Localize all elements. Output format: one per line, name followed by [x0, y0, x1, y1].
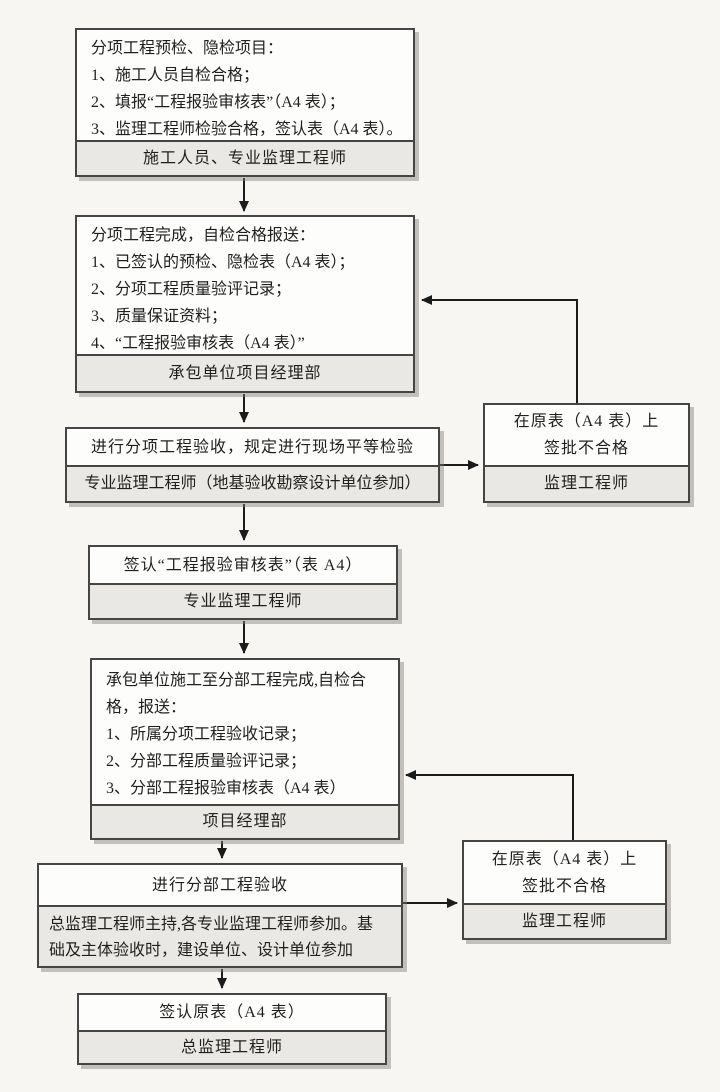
responsible-party-label: 监理工程师 [464, 903, 665, 938]
text-line: 分项工程预检、隐检项目： [91, 40, 284, 57]
step-subdivision-completion-report: 承包单位施工至分部工程完成,自检合 格，报送： 1、所属分项工程验收记录； 2、… [90, 658, 400, 840]
step-sign-review-form: 签认“工程报验审核表”（表 A4） 专业监理工程师 [88, 545, 398, 620]
text-line: 1、施工人员自检合格； [91, 67, 260, 84]
text-line: 签批不合格 [543, 440, 629, 457]
responsible-party-label: 专业监理工程师（地基验收勘察设计单位参加） [67, 465, 438, 501]
step-body: 在原表（A4 表）上 签批不合格 [464, 842, 665, 903]
text-line: 3、质量保证资料； [91, 308, 228, 325]
responsible-party-label: 总监理工程师主持,各专业监理工程师参加。基 础及主体验收时，建设单位、设计单位参… [39, 905, 401, 966]
responsible-party-label: 项目经理部 [92, 804, 398, 838]
text-line: 格，报送： [106, 699, 187, 716]
footer-line: 专业监理工程师 [183, 592, 303, 610]
footer-line: 项目经理部 [202, 813, 288, 830]
text-line: 进行分项工程验收，规定进行现场平等检验 [90, 438, 414, 456]
reject-note-subdivision: 在原表（A4 表）上 签批不合格 监理工程师 [462, 840, 667, 940]
footer-line: 监理工程师 [543, 475, 629, 492]
text-line: 签批不合格 [521, 877, 607, 895]
text-line: 3、监理工程师检验合格，签认表（A4 表）。 [91, 121, 403, 138]
text-line: 4、“工程报验审核表（A4 表）” [91, 335, 305, 352]
text-line: 2、分项工程质量验评记录； [91, 281, 292, 298]
responsible-party-label: 监理工程师 [485, 465, 688, 501]
text-line: 3、分部工程报验审核表（A4 表） [106, 780, 346, 797]
text-line: 1、所属分项工程验收记录； [106, 726, 307, 743]
text-line: 在原表（A4 表）上 [513, 413, 660, 430]
footer-line: 总监理工程师主持,各专业监理工程师参加。基 [49, 915, 374, 933]
text-line: 2、填报“工程报验审核表”（A4 表）； [91, 94, 345, 111]
step-body: 分项工程预检、隐检项目： 1、施工人员自检合格； 2、填报“工程报验审核表”（A… [77, 30, 413, 140]
text-line: 在原表（A4 表）上 [491, 850, 638, 868]
reject-note-subitem: 在原表（A4 表）上 签批不合格 监理工程师 [483, 403, 690, 503]
text-line: 签认原表（A4 表） [159, 1004, 305, 1021]
text-line: 承包单位施工至分部工程完成,自检合 [106, 672, 367, 689]
step-body: 承包单位施工至分部工程完成,自检合 格，报送： 1、所属分项工程验收记录； 2、… [92, 660, 398, 804]
text-line: 2、分部工程质量验评记录； [106, 753, 307, 770]
step-subdivision-acceptance: 进行分部工程验收 总监理工程师主持,各专业监理工程师参加。基 础及主体验收时，建… [37, 863, 403, 968]
step-body: 分项工程完成，自检合格报送： 1、已签认的预检、隐检表（A4 表）； 2、分项工… [77, 217, 413, 354]
text-line: 签认“工程报验审核表”（表 A4） [123, 556, 363, 574]
responsible-party-label: 总监理工程师 [79, 1030, 385, 1063]
footer-line: 础及主体验收时，建设单位、设计单位参加 [49, 941, 354, 959]
footer-line: 专业监理工程师（地基验收勘察设计单位参加） [84, 475, 421, 492]
step-sign-original-form: 签认原表（A4 表） 总监理工程师 [77, 993, 387, 1065]
footer-line: 承包单位项目经理部 [168, 364, 322, 382]
footer-line: 总监理工程师 [180, 1038, 283, 1056]
text-line: 1、已签认的预检、隐检表（A4 表）； [91, 254, 355, 271]
step-body: 在原表（A4 表）上 签批不合格 [485, 405, 688, 465]
step-body: 进行分项工程验收，规定进行现场平等检验 [67, 429, 438, 465]
arrow-reject1-step2 [421, 295, 578, 403]
responsible-party-label: 承包单位项目经理部 [77, 354, 413, 391]
responsible-party-label: 施工人员、专业监理工程师 [77, 140, 413, 175]
text-line: 分项工程完成，自检合格报送： [91, 227, 316, 244]
arrow-reject2-step5 [405, 770, 574, 840]
footer-line: 监理工程师 [521, 912, 607, 930]
text-line: 进行分部工程验收 [151, 876, 288, 894]
step-subitem-completion-report: 分项工程完成，自检合格报送： 1、已签认的预检、隐检表（A4 表）； 2、分项工… [75, 215, 415, 393]
step-body: 进行分部工程验收 [39, 865, 401, 905]
step-body: 签认原表（A4 表） [79, 995, 385, 1030]
step-subitem-pre-inspection: 分项工程预检、隐检项目： 1、施工人员自检合格； 2、填报“工程报验审核表”（A… [75, 28, 415, 177]
footer-line: 施工人员、专业监理工程师 [142, 149, 347, 167]
step-subitem-acceptance: 进行分项工程验收，规定进行现场平等检验 专业监理工程师（地基验收勘察设计单位参加… [65, 427, 440, 503]
responsible-party-label: 专业监理工程师 [90, 583, 396, 618]
step-body: 签认“工程报验审核表”（表 A4） [90, 547, 396, 583]
